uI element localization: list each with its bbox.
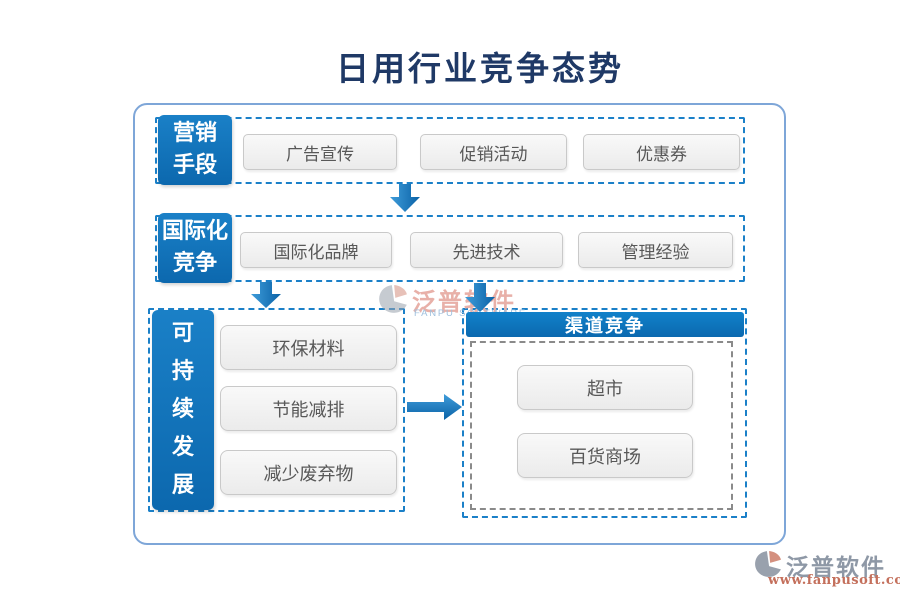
fanpu-logo-icon: [754, 550, 782, 582]
flow-node-advertising: 广告宣传: [243, 134, 397, 170]
category-label-text: 营销手段: [172, 120, 217, 178]
category-label-international: 国际化竞争: [158, 213, 232, 283]
arrow-down-icon: [390, 184, 420, 212]
international-section: [155, 215, 745, 282]
flow-node-waste-reduction: 减少废弃物: [220, 450, 397, 495]
channel-inner-frame: [470, 341, 733, 510]
flow-node-supermarket: 超市: [517, 365, 693, 410]
diagram-frame: [133, 103, 786, 545]
flow-node-eco-materials: 环保材料: [220, 325, 397, 370]
page-title: 日用行业竞争态势: [336, 49, 624, 88]
flow-node-international-brand: 国际化品牌: [240, 232, 392, 268]
flow-node-coupon: 优惠券: [583, 134, 740, 170]
arrow-down-icon: [251, 282, 281, 308]
channel-panel: [462, 308, 747, 518]
watermark-brand: 泛普软件: [412, 287, 516, 316]
flow-node-advanced-tech: 先进技术: [410, 232, 563, 268]
arrow-down-icon: [465, 283, 495, 312]
category-label-text: 可持续发展: [171, 320, 194, 498]
fanpu-logo-icon: [378, 284, 408, 318]
sustainability-section: [148, 308, 405, 512]
flow-node-energy-saving: 节能减排: [220, 386, 397, 431]
flow-node-promotion: 促销活动: [420, 134, 567, 170]
footer-url: www.fanpusoft.com: [768, 573, 900, 588]
channel-header: 渠道竞争: [466, 312, 744, 337]
category-label-marketing: 营销手段: [158, 115, 232, 185]
footer-logo: 泛普软件 www.fanpusoft.com: [750, 548, 900, 590]
flow-node-management-exp: 管理经验: [578, 232, 733, 268]
arrow-right-icon: [407, 394, 462, 420]
footer-brand: 泛普软件: [786, 554, 886, 581]
marketing-section: [155, 117, 745, 184]
category-label-sustainability: 可持续发展: [152, 310, 214, 510]
flow-node-department-store: 百货商场: [517, 433, 693, 478]
category-label-text: 国际化竞争: [161, 218, 228, 276]
